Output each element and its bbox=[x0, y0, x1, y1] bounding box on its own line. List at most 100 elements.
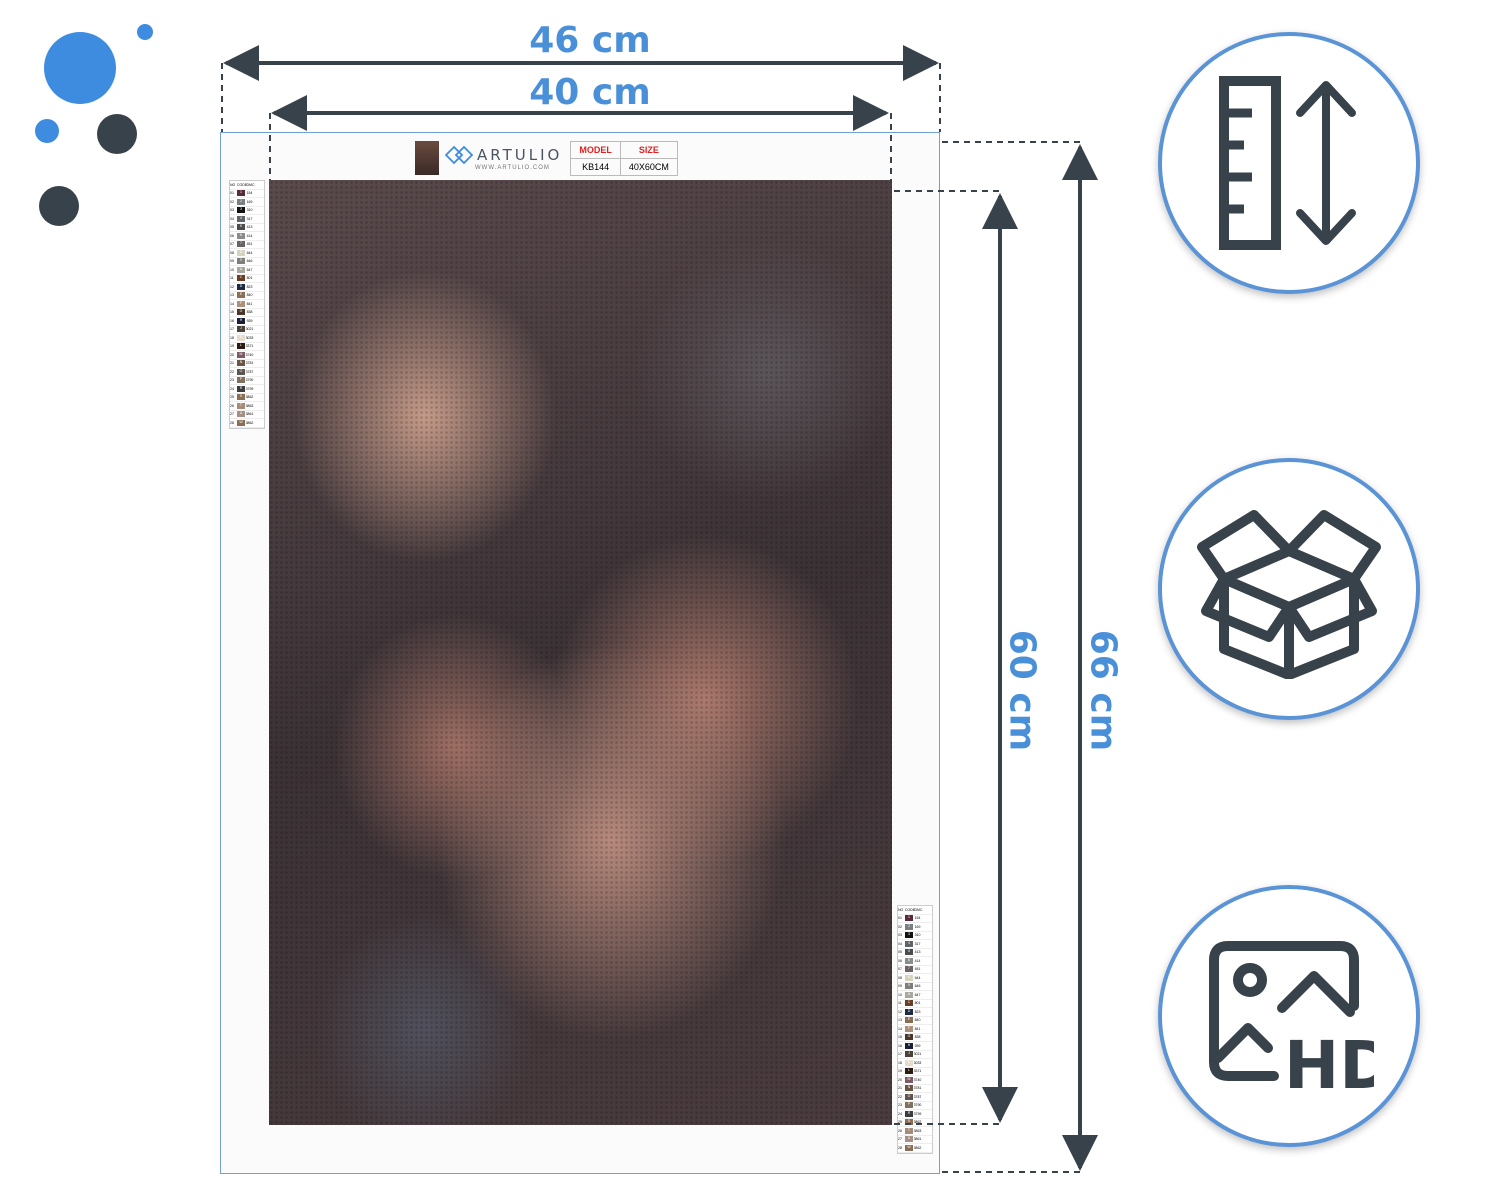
legend-dmc: 3862 bbox=[245, 420, 254, 425]
legend-swatch: J bbox=[237, 326, 245, 333]
dots-icon bbox=[35, 24, 153, 226]
outer-height-label: 66 cm bbox=[1082, 629, 1124, 752]
legend-swatch: 7 bbox=[237, 241, 245, 248]
legend-number: 23 bbox=[230, 378, 234, 383]
legend-swatch: F bbox=[905, 1025, 913, 1032]
legend-swatch: H bbox=[905, 1042, 913, 1049]
legend-number: 25 bbox=[898, 1120, 902, 1125]
legend-swatch: 3 bbox=[905, 932, 913, 939]
legend-swatch: O bbox=[237, 368, 245, 375]
legend-swatch: 4 bbox=[237, 215, 245, 222]
legend-swatch: A bbox=[905, 991, 913, 998]
ruler-resize-icon bbox=[1219, 76, 1356, 250]
legend-number: 17 bbox=[230, 327, 234, 332]
model-size-table: MODEL SIZE KB144 40X60CM bbox=[570, 140, 678, 176]
legend-number: 16 bbox=[898, 1043, 902, 1048]
inner-height-label: 60 cm bbox=[1001, 629, 1043, 752]
legend-number: 08 bbox=[230, 250, 234, 255]
legend-number: 01 bbox=[230, 191, 234, 196]
legend-number: 22 bbox=[898, 1094, 902, 1099]
size-value: 40X60CM bbox=[619, 157, 678, 176]
product-header: ARTULIO WWW.ARTULIO.COM MODEL SIZE KB144… bbox=[415, 140, 720, 176]
legend-dmc: 169 bbox=[246, 199, 253, 204]
legend-swatch: G bbox=[905, 1034, 913, 1041]
legend-swatch: W bbox=[237, 419, 245, 426]
legend-dmc: 3862 bbox=[913, 1145, 922, 1150]
legend-swatch: 6 bbox=[237, 232, 245, 239]
legend-dmc: 3033 bbox=[913, 1060, 922, 1065]
legend-number: 12 bbox=[230, 284, 234, 289]
legend-number: 14 bbox=[230, 301, 234, 306]
legend-number: 03 bbox=[898, 933, 902, 938]
legend-number: 18 bbox=[898, 1060, 902, 1065]
hd-image-icon: HD bbox=[1209, 941, 1374, 1096]
legend-swatch: 2 bbox=[905, 923, 913, 930]
legend-header-cell: DMC bbox=[914, 907, 923, 912]
hd-feature-badge: HD bbox=[1158, 885, 1420, 1147]
legend-swatch: F bbox=[237, 300, 245, 307]
legend-swatch: E bbox=[905, 1017, 913, 1024]
legend-number: 06 bbox=[230, 233, 234, 238]
legend-number: 26 bbox=[898, 1128, 902, 1133]
legend-dmc: 3021 bbox=[913, 1052, 922, 1057]
legend-dmc: 3861 bbox=[913, 1137, 922, 1142]
artulio-logo-icon bbox=[445, 145, 473, 165]
legend-number: 09 bbox=[898, 984, 902, 989]
legend-number: 20 bbox=[898, 1077, 902, 1082]
legend-dmc: 647 bbox=[914, 992, 921, 997]
legend-number: 25 bbox=[230, 395, 234, 400]
legend-swatch: R bbox=[237, 385, 245, 392]
legend-dmc: 310 bbox=[914, 933, 921, 938]
legend-dmc: 3861 bbox=[245, 412, 254, 417]
legend-dmc: 3021 bbox=[245, 327, 254, 332]
legend-swatch: 3 bbox=[237, 207, 245, 214]
legend-swatch: A bbox=[237, 266, 245, 273]
legend-dmc: 3781 bbox=[245, 361, 254, 366]
legend-swatch: H bbox=[237, 317, 245, 324]
legend-swatch: L bbox=[905, 1068, 913, 1075]
legend-dmc: 939 bbox=[246, 318, 253, 323]
legend-swatch: 8 bbox=[905, 974, 913, 981]
legend-number: 18 bbox=[230, 335, 234, 340]
legend-dmc: 3862 bbox=[913, 1120, 922, 1125]
legend-dmc: 169 bbox=[914, 924, 921, 929]
brand-block: ARTULIO WWW.ARTULIO.COM bbox=[445, 145, 562, 171]
legend-number: 12 bbox=[898, 1009, 902, 1014]
legend-swatch: 4 bbox=[905, 940, 913, 947]
legend-number: 28 bbox=[898, 1145, 902, 1150]
legend-swatch: M bbox=[237, 351, 245, 358]
legend-swatch: 1 bbox=[237, 190, 245, 197]
legend-swatch: U bbox=[905, 1136, 913, 1143]
box-icon bbox=[1197, 510, 1381, 679]
legend-swatch: M bbox=[905, 1076, 913, 1083]
legend-number: 07 bbox=[230, 242, 234, 247]
legend-number: 28 bbox=[230, 420, 234, 425]
legend-dmc: 317 bbox=[914, 941, 921, 946]
legend-swatch: R bbox=[905, 1110, 913, 1117]
legend-number: 13 bbox=[230, 293, 234, 298]
legend-number: 11 bbox=[230, 276, 234, 281]
legend-swatch: O bbox=[905, 1093, 913, 1100]
legend-swatch: L bbox=[237, 343, 245, 350]
legend-swatch: N bbox=[237, 360, 245, 367]
legend-swatch: T bbox=[237, 402, 245, 409]
legend-dmc: 840 bbox=[914, 1018, 921, 1023]
legend-dmc: 3371 bbox=[913, 1069, 922, 1074]
legend-number: 01 bbox=[898, 916, 902, 921]
